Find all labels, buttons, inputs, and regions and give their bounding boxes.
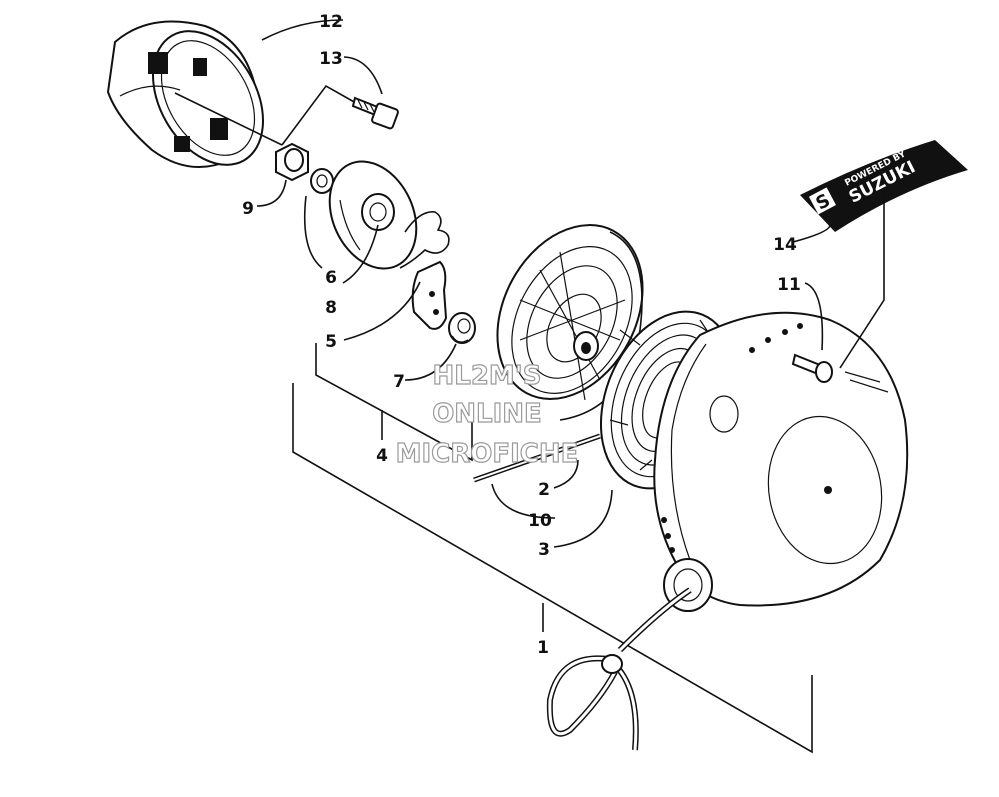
watermark: HL2M'S ONLINE MICROFICHE (395, 360, 579, 469)
watermark-line-3: MICROFICHE (396, 439, 579, 469)
watermark-line-1: HL2M'S (433, 361, 542, 391)
reel-pulley-part (496, 224, 644, 421)
callout-labels: 12 13 9 6 8 5 7 4 2 10 3 1 14 11 (242, 12, 801, 658)
callout-3: 3 (538, 540, 550, 560)
callout-11: 11 (777, 275, 801, 295)
callout-14: 14 (773, 235, 797, 255)
cover-cup-part (106, 20, 264, 169)
friction-plate-part (328, 160, 450, 270)
screw-part (791, 353, 833, 383)
watermark-line-2: ONLINE (432, 399, 542, 429)
starter-housing-part (653, 311, 909, 612)
callout-9: 9 (242, 199, 254, 219)
callout-10: 10 (528, 511, 552, 531)
callout-12: 12 (319, 12, 343, 32)
callout-2: 2 (538, 480, 550, 500)
spacer-part (448, 312, 476, 344)
callout-5: 5 (325, 332, 337, 352)
callout-1: 1 (537, 638, 549, 658)
washer-part (310, 168, 334, 194)
assembly-bracket-lines (292, 343, 813, 754)
starter-rope (546, 587, 692, 751)
callout-8: 8 (325, 298, 337, 318)
bolt-leader-dash (281, 84, 357, 146)
callout-13: 13 (319, 49, 343, 69)
callout-7: 7 (393, 372, 405, 392)
nut-part (275, 142, 309, 182)
pin-part (473, 433, 601, 483)
ratchet-part (411, 260, 448, 330)
callout-4: 4 (376, 446, 388, 466)
leader-lines (256, 19, 885, 548)
callout-6: 6 (325, 268, 337, 288)
bolt-part (351, 96, 399, 130)
cover-axis-line (174, 92, 283, 146)
